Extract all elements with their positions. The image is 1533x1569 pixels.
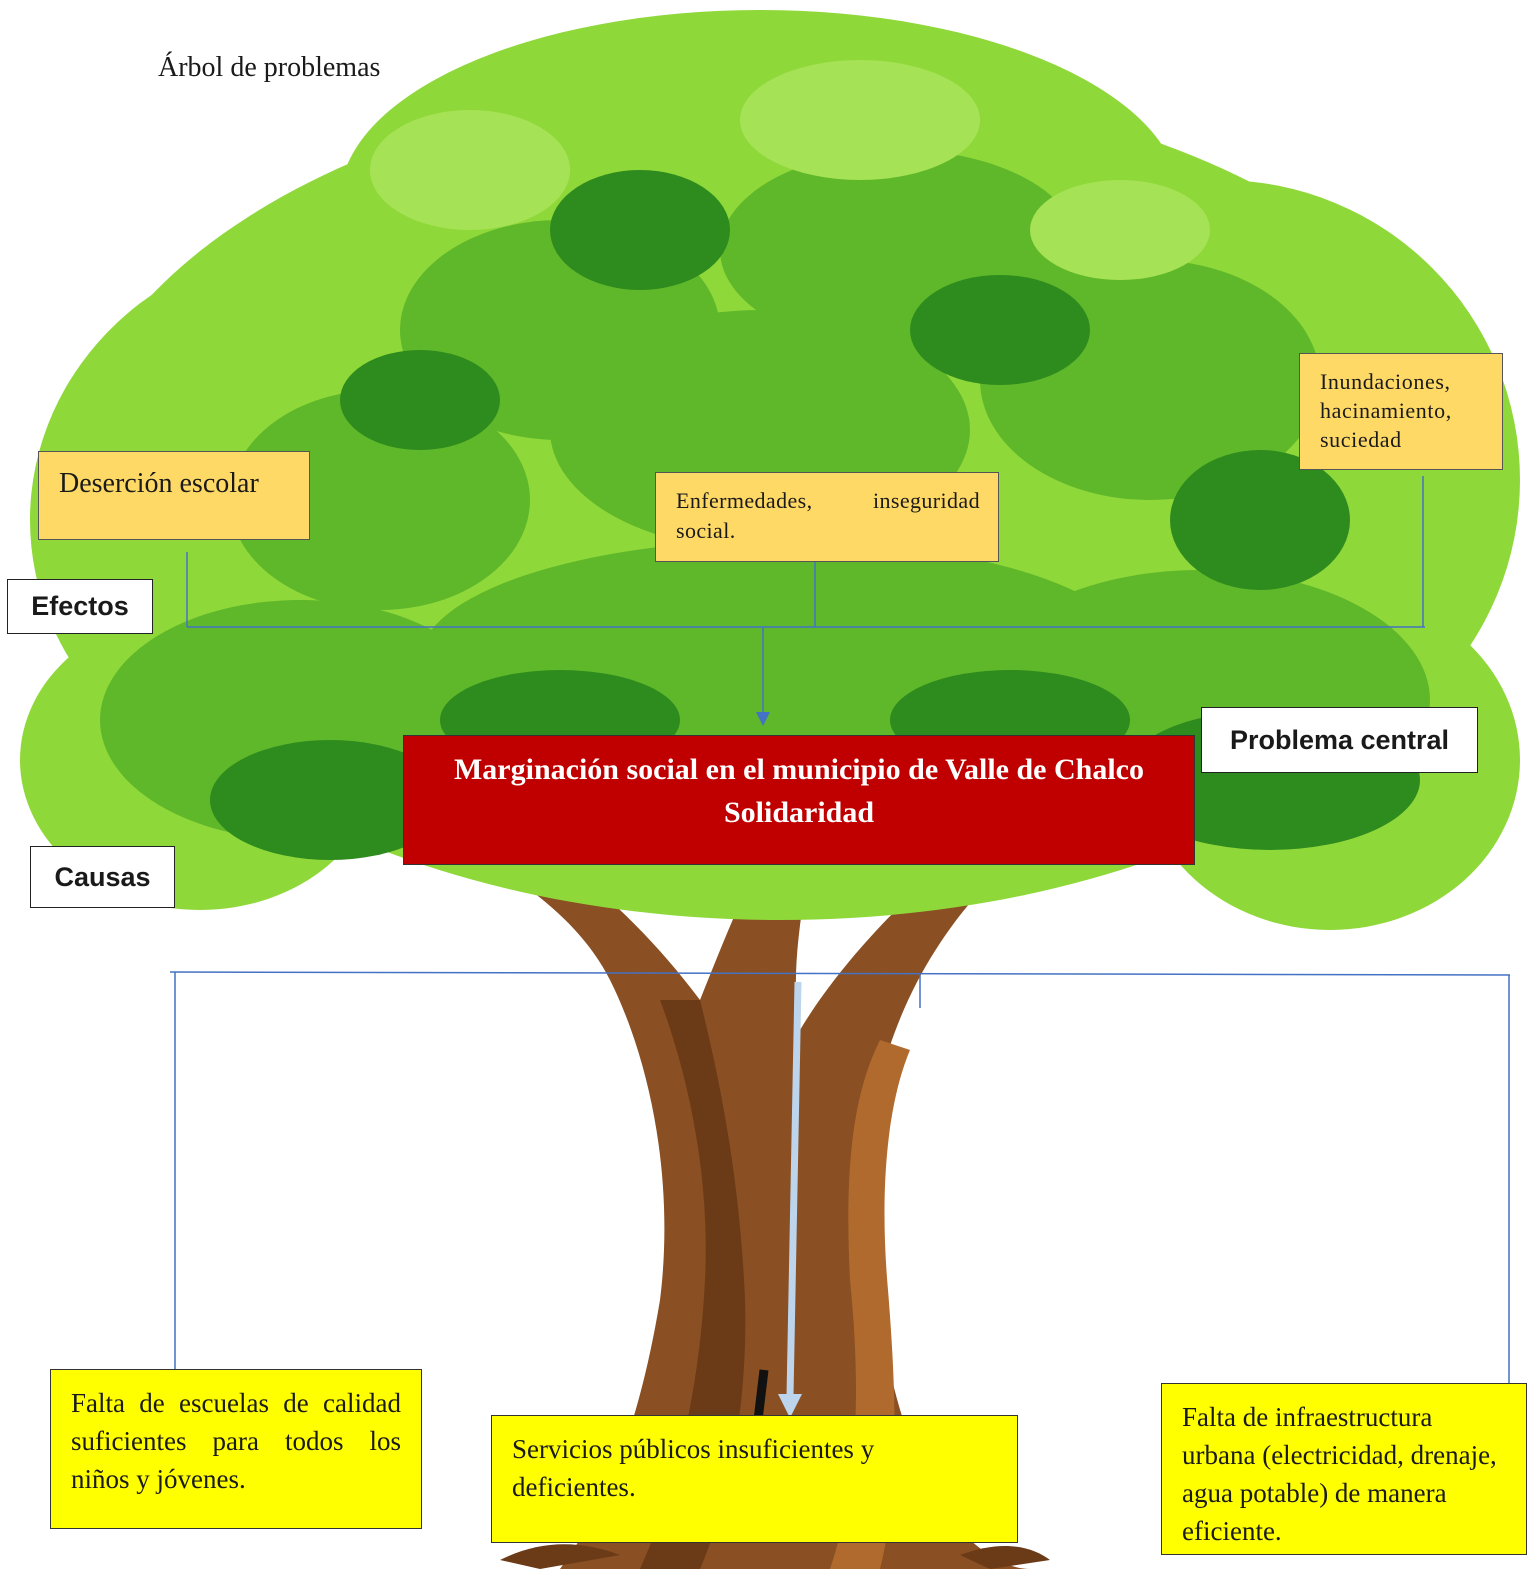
- effect-text: Enfermedades, inseguridad social.: [676, 488, 980, 543]
- central-problem-label: Problema central: [1201, 707, 1478, 773]
- cause-text: Servicios públicos insuficientes y defic…: [512, 1434, 875, 1502]
- causes-connector: [169, 971, 1511, 1383]
- central-problem-text: Marginación social en el municipio de Va…: [453, 753, 1144, 829]
- effect-box-inundaciones: Inundaciones, hacinamiento, suciedad: [1299, 353, 1503, 470]
- cause-box-escuelas: Falta de escuelas de calidad suficientes…: [50, 1369, 422, 1529]
- central-problem-box: Marginación social en el municipio de Va…: [403, 735, 1195, 865]
- effect-text: Deserción escolar: [59, 468, 259, 499]
- page-title: Árbol de problemas: [158, 52, 381, 83]
- effect-box-enfermedades: Enfermedades, inseguridad social.: [655, 472, 999, 562]
- cause-box-infraestructura: Falta de infraestructura urbana (electri…: [1161, 1383, 1527, 1555]
- effects-label: Efectos: [7, 579, 153, 634]
- tree-foliage: [20, 10, 1520, 930]
- causes-label: Causas: [30, 846, 175, 908]
- effect-text: Inundaciones, hacinamiento, suciedad: [1320, 369, 1452, 452]
- central-arrow: [753, 981, 802, 1421]
- cause-text: Falta de infraestructura urbana (electri…: [1182, 1402, 1497, 1546]
- cause-text: Falta de escuelas de calidad suficientes…: [71, 1388, 401, 1494]
- effects-connector: [186, 476, 1425, 726]
- effect-box-desercion: Deserción escolar: [38, 451, 310, 540]
- cause-box-servicios: Servicios públicos insuficientes y defic…: [491, 1415, 1018, 1543]
